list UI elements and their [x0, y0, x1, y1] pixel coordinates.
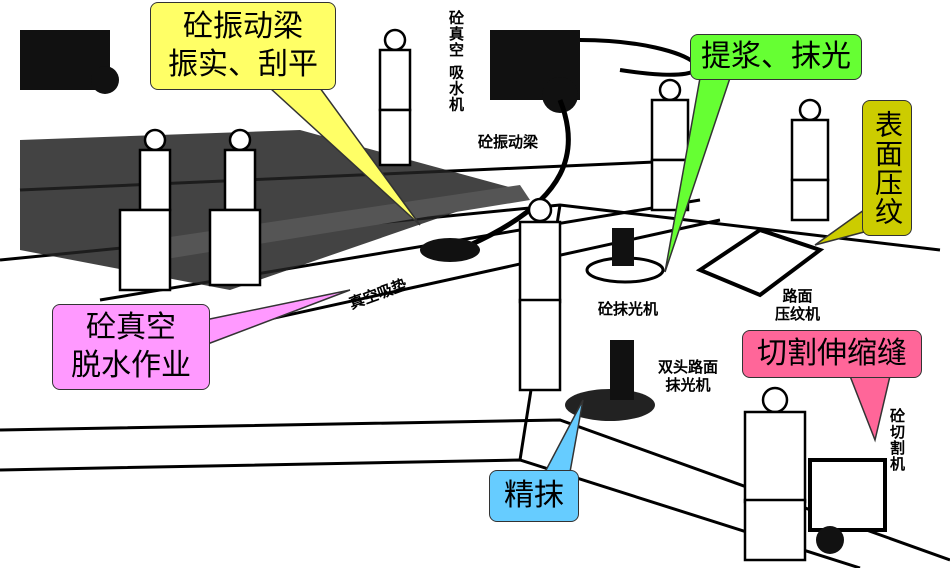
callout-pointer: [848, 375, 891, 443]
callout-surface-texture: 表面压纹: [862, 100, 912, 236]
label-vacuum-pump: 砼真空 吸水机: [447, 10, 465, 112]
label-texture-machine: 路面 压纹机: [775, 287, 820, 323]
label-text: 砼真空: [447, 10, 465, 58]
worker: [790, 98, 830, 222]
worker: [378, 28, 412, 167]
callout-text: 脱水作业: [71, 348, 191, 383]
label-text: 路面: [782, 287, 813, 305]
label-cutter: 砼切割机: [888, 408, 906, 472]
callout-pointer: [204, 289, 351, 347]
callout-text: 精抹: [504, 478, 564, 513]
callout-pointer: [543, 399, 584, 473]
callout-vacuum-dewatering: 砼真空 脱水作业: [52, 304, 210, 390]
vacuum-pad: [420, 238, 480, 262]
worker: [518, 197, 562, 392]
cutting-machine: [808, 458, 887, 532]
label-double-trowel: 双头路面 抹光机: [658, 358, 718, 394]
worker: [118, 128, 172, 292]
vacuum-hose: [468, 99, 571, 248]
callout-text: 表面压纹: [871, 110, 904, 226]
callout-text: 砼真空: [86, 310, 176, 345]
label-trowel-machine: 砼抹光机: [598, 300, 659, 318]
label-text: 抹光机: [665, 376, 711, 394]
worker: [743, 386, 807, 562]
label-text: 双头路面: [658, 358, 719, 376]
callout-text: 提浆、抹光: [701, 39, 851, 74]
label-vibrating-beam: 砼振动梁: [478, 133, 539, 151]
texture-machine: [695, 227, 825, 298]
label-text: 压纹机: [775, 305, 821, 323]
callout-vibrating-beam: 砼振动梁 振实、刮平: [150, 2, 336, 90]
callout-text: 振实、刮平: [168, 47, 318, 82]
callout-cut-joint: 切割伸缩缝: [742, 330, 922, 378]
callout-text: 切割伸缩缝: [757, 336, 907, 371]
callout-text: 砼振动梁: [183, 9, 303, 44]
callout-float-polish: 提浆、抹光: [690, 34, 862, 80]
callout-fine-finish: 精抹: [489, 470, 579, 522]
worker: [208, 128, 262, 287]
label-text: 吸水机: [447, 64, 465, 113]
